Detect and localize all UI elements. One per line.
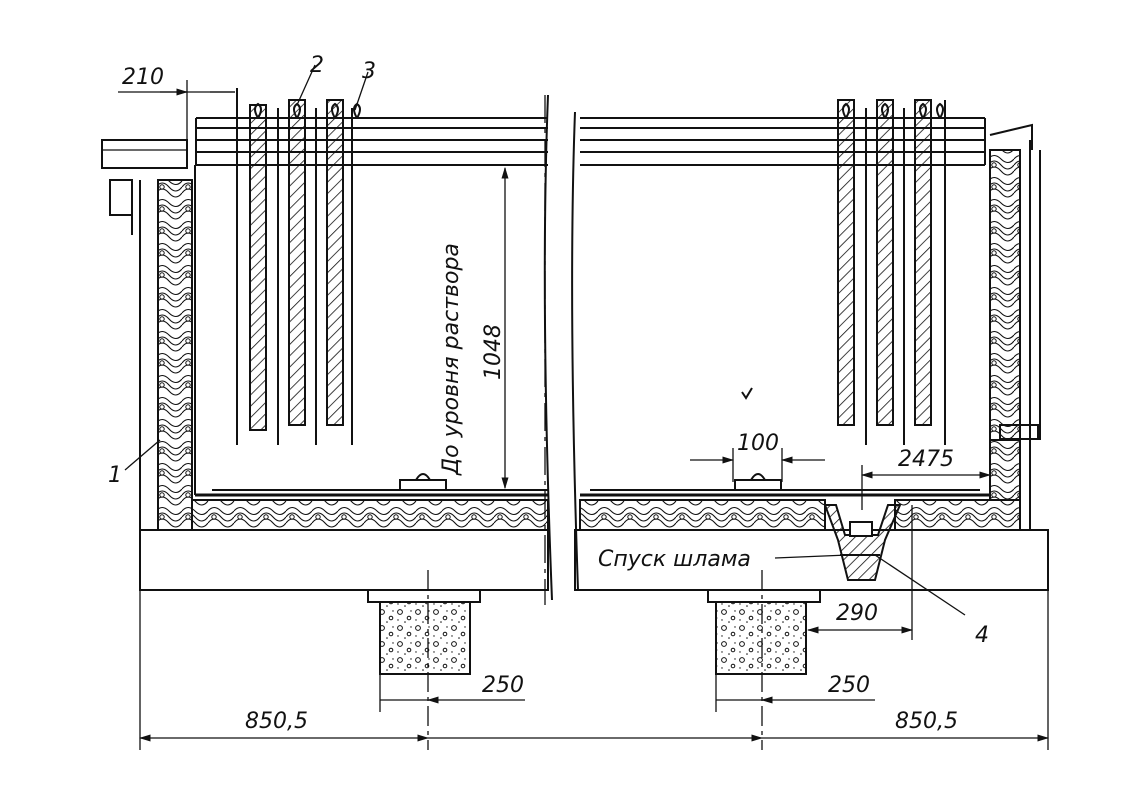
callout-4: 4: [975, 623, 989, 648]
pillar-centerlines: [427, 570, 763, 750]
dim-250-right-label: 250: [828, 673, 870, 698]
tank-bottom: [191, 473, 1021, 531]
callout-2: 2: [310, 53, 324, 78]
dim-850-right-label: 850,5: [895, 709, 958, 734]
dimension-250-right: 250: [715, 673, 875, 712]
dimension-100: 100: [690, 431, 825, 482]
callout-3: 3: [362, 59, 376, 84]
callout-1: 1: [108, 463, 122, 488]
left-electrode-group: [236, 88, 361, 445]
dimension-2475: 2475: [860, 447, 992, 510]
dimension-250-left: 250: [379, 673, 525, 712]
solution-level-caption: До уровня раствора: [439, 243, 464, 476]
dim-210-label: 210: [122, 65, 164, 90]
dim-2475-label: 2475: [898, 447, 954, 472]
dimension-210: 210: [118, 65, 235, 140]
left-wall: [109, 179, 193, 531]
foundation-pillar-right: [707, 589, 821, 675]
tank-inner-walls: [194, 165, 991, 495]
dimension-850-5: 850,5 850,5: [138, 590, 1050, 750]
dim-850-left-label: 850,5: [245, 709, 308, 734]
dim-1048-label: 1048: [481, 324, 506, 380]
right-wall: [989, 123, 1041, 531]
sludge-drain: [823, 504, 902, 581]
sludge-drain-label: Спуск шлама: [598, 547, 751, 572]
dim-100-label: 100: [737, 431, 779, 456]
sludge-drain-callout: Спуск шлама: [598, 547, 849, 572]
stray-tick-mark: [741, 387, 753, 400]
callouts: 1 2 3 4: [108, 53, 989, 648]
dimension-290: 290: [806, 505, 914, 640]
dim-290-label: 290: [836, 601, 878, 626]
dimension-1048: 1048 До уровня раствора: [439, 166, 509, 490]
right-electrode-group: [837, 99, 946, 445]
section-break-lines: [543, 94, 579, 605]
dim-250-left-label: 250: [482, 673, 524, 698]
foundation-pillar-left: [367, 589, 481, 675]
